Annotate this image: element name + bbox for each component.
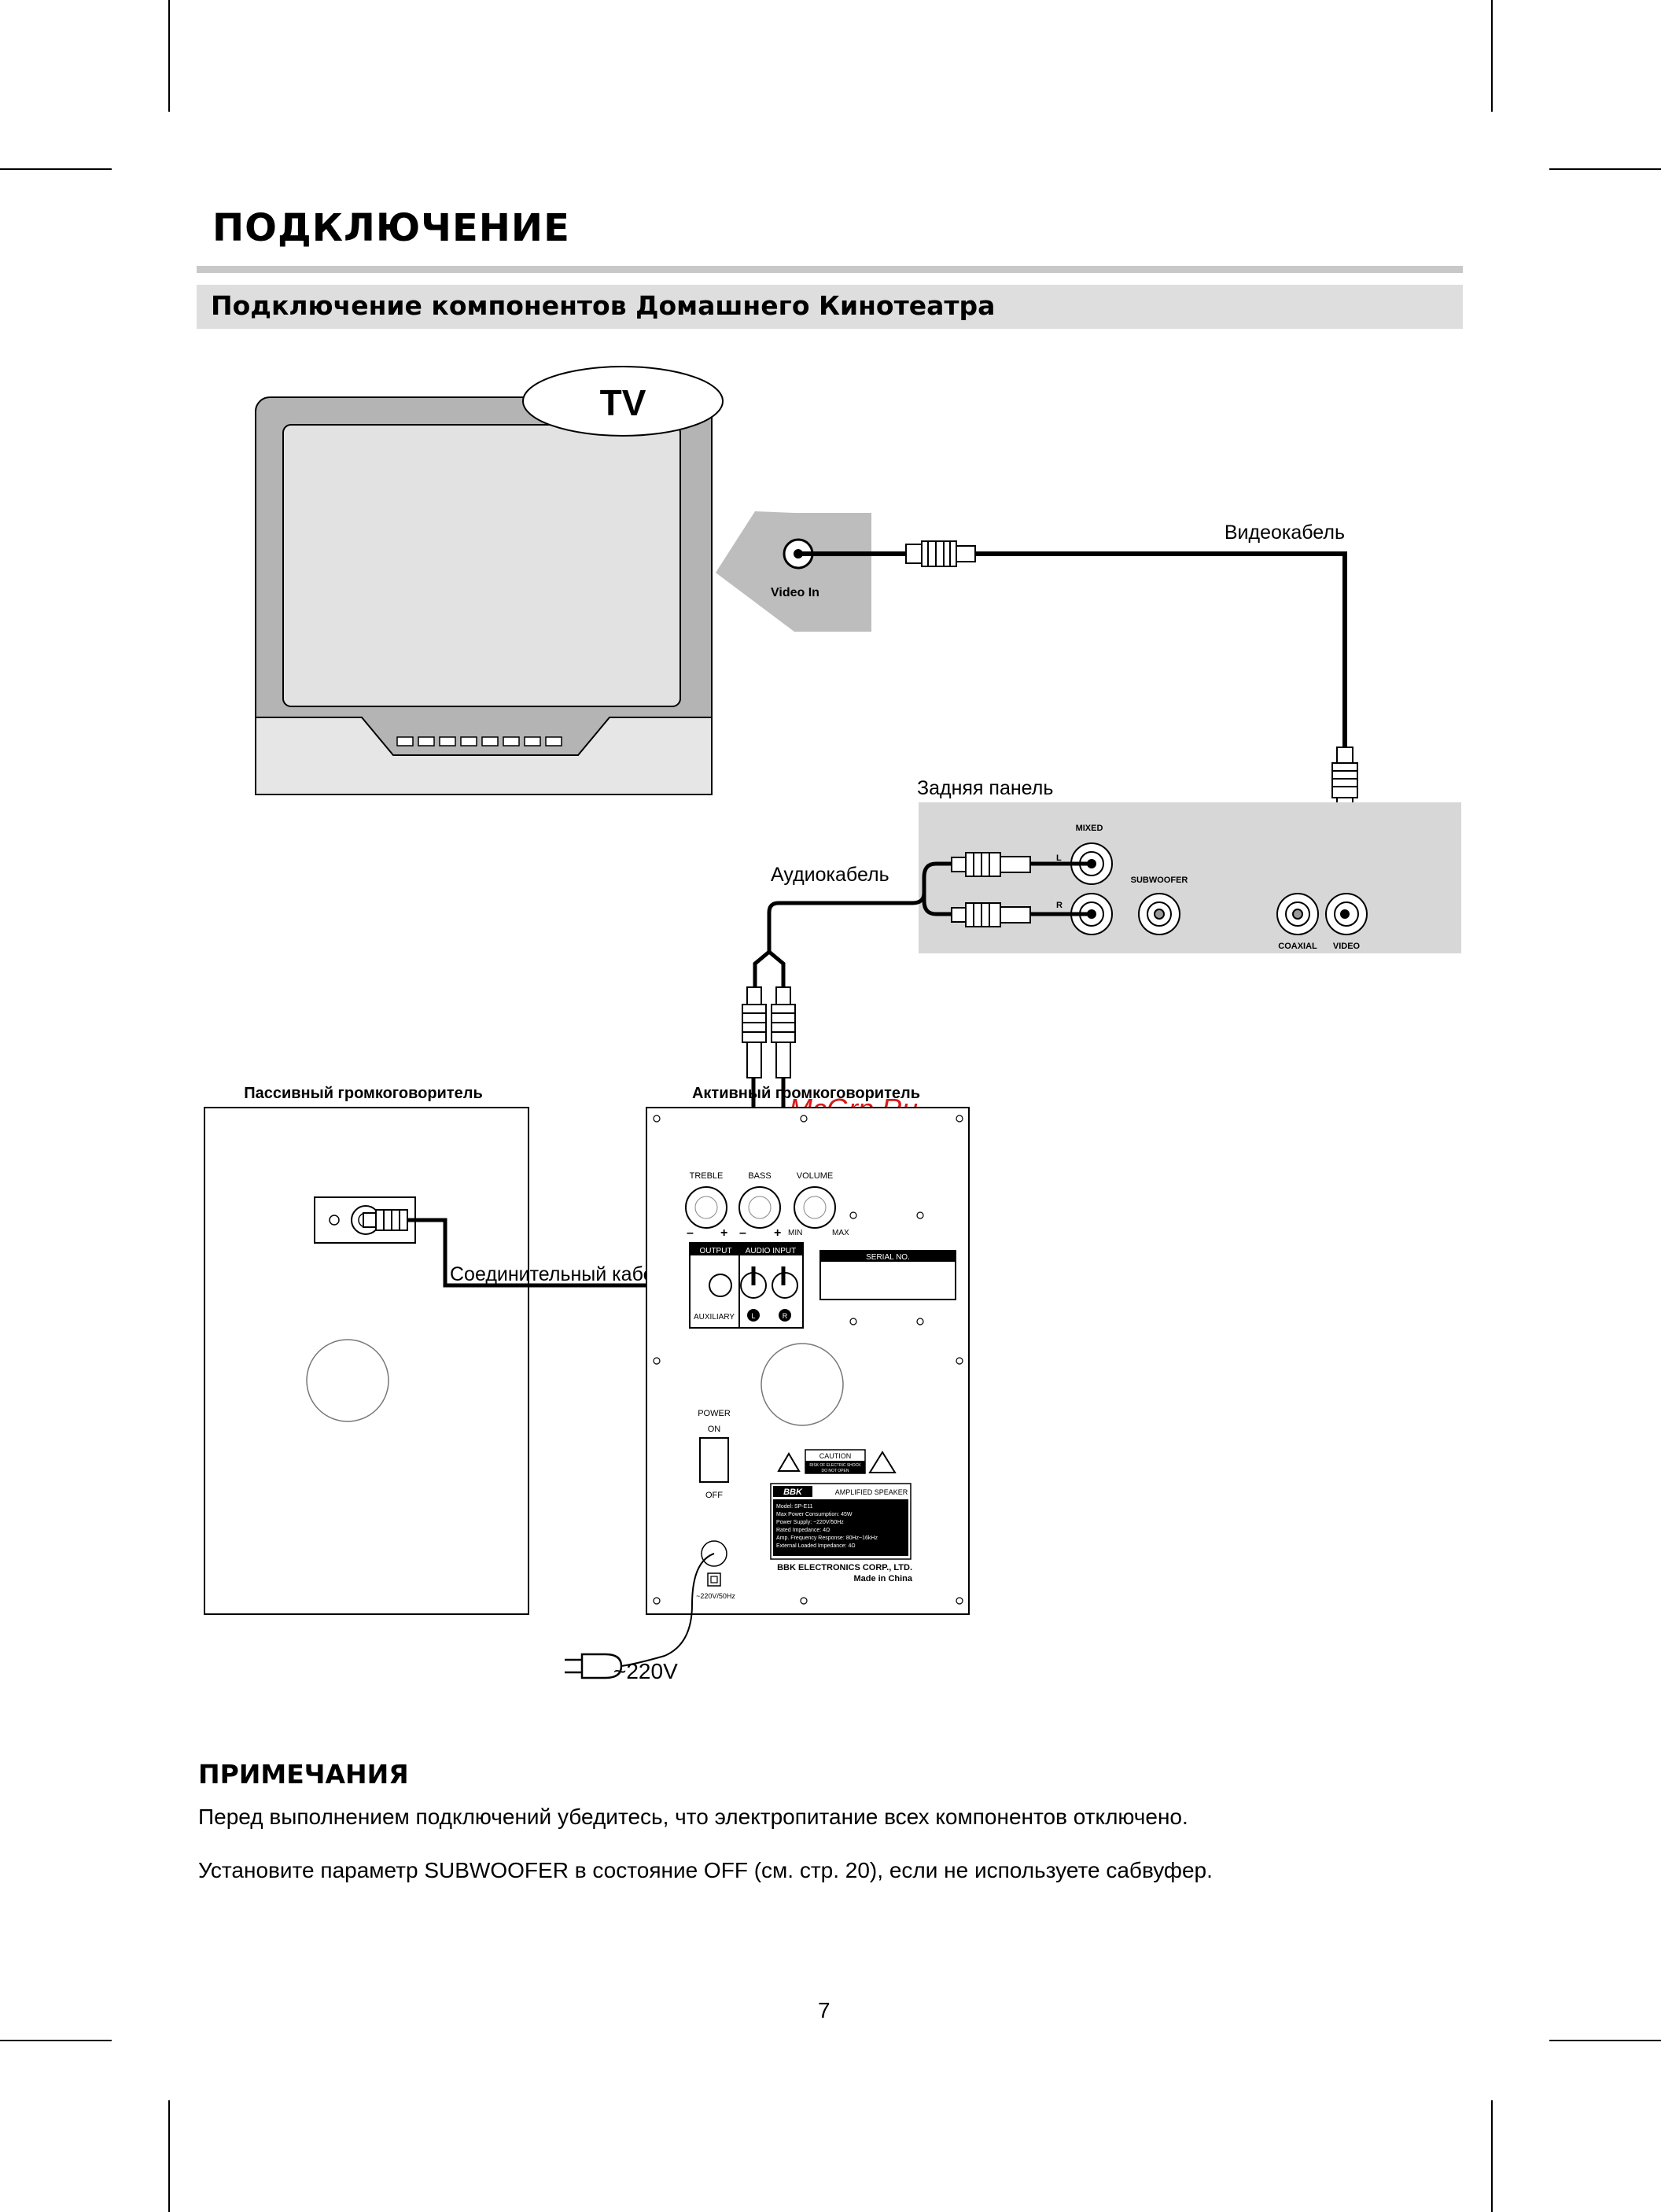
video-cable-label: Видеокабель: [1225, 522, 1345, 544]
mains-label: ~220V: [613, 1659, 678, 1683]
diagram-made-in: Made in China: [853, 1574, 912, 1583]
diagram-spec-lines-5: External Loaded Impedance: 4Ω: [776, 1543, 856, 1549]
diagram-plus: +: [720, 1226, 727, 1240]
plug-icon: [565, 1653, 623, 1679]
diagram-caution-line1: RISK OF ELECTRIC SHOCK: [809, 1463, 861, 1468]
diagram-spec-lines-1: Max Power Consumption: 45W: [776, 1512, 853, 1517]
diagram-caution-line2: DO NOT OPEN: [822, 1469, 849, 1473]
diagram-auxiliary: AUXILIARY: [694, 1313, 735, 1322]
diagram-amplified-speaker: AMPLIFIED SPEAKER: [835, 1488, 908, 1496]
diagram-spec-lines-3: Rated Impedance: 4Ω: [776, 1528, 830, 1533]
tv-label: TV: [600, 382, 646, 423]
tv-label-bubble: [522, 366, 724, 437]
diagram-caution: CAUTION: [819, 1452, 852, 1460]
section-bar: [197, 285, 1463, 329]
diagram-power-rating: ~220V/50Hz: [696, 1592, 735, 1600]
connecting-cable-label: Соединительный кабель: [450, 1263, 675, 1285]
diagram-volume: VOLUME: [797, 1171, 833, 1181]
diagram-l: L: [751, 1312, 755, 1320]
diagram-minus: –: [687, 1226, 694, 1240]
power-cord: [621, 1553, 715, 1667]
diagram-min: MIN: [788, 1229, 802, 1237]
speaker-plug-left: [363, 1209, 408, 1231]
passive-speaker-label: Пассивный громкоговоритель: [244, 1085, 483, 1102]
audio-plugs-vertical: [742, 986, 796, 1078]
rear-panel-label: Задняя панель: [917, 777, 1053, 799]
diagram-minus: –: [739, 1226, 746, 1240]
control-knobs: [685, 1186, 836, 1229]
diagram-r: R: [1056, 901, 1063, 910]
diagram-bass: BASS: [748, 1171, 771, 1181]
rear-panel: [919, 802, 1461, 953]
diagram-output: OUTPUT: [699, 1247, 731, 1255]
video-in-callout: [716, 511, 871, 632]
diagram-coaxial: COAXIAL: [1278, 942, 1317, 951]
diagram-on: ON: [708, 1425, 721, 1434]
page-title: ПОДКЛЮЧЕНИЕ: [212, 206, 570, 250]
note-1: Перед выполнением подключений убедитесь,…: [198, 1805, 1188, 1829]
active-speaker-label: Активный громкоговоритель: [692, 1085, 920, 1102]
diagram-off: OFF: [705, 1491, 723, 1500]
diagram-mixed: MIXED: [1076, 824, 1103, 833]
diagram-plus: +: [774, 1226, 781, 1240]
diagram-spec-lines-2: Power Supply: ~220V/50Hz: [776, 1520, 844, 1525]
notes-title: ПРИМЕЧАНИЯ: [198, 1759, 409, 1790]
diagram-treble: TREBLE: [690, 1171, 724, 1181]
power-switch: [699, 1437, 729, 1483]
diagram-max: MAX: [832, 1229, 849, 1237]
section-title: Подключение компонентов Домашнего Киноте…: [211, 290, 996, 321]
diagram-brand: BBK: [783, 1488, 803, 1497]
audio-plugs-rear: [951, 852, 1031, 927]
page-number: 7: [818, 1998, 830, 2022]
diagram-subwoofer: SUBWOOFER: [1131, 876, 1188, 885]
connecting-cable-line: [407, 1218, 678, 1288]
diagram-audio-input: AUDIO INPUT: [746, 1247, 796, 1255]
diagram-manufacturer: BBK ELECTRONICS CORP., LTD.: [777, 1563, 912, 1572]
note-2: Установите параметр SUBWOOFER в состояни…: [198, 1858, 1213, 1882]
diagram-video: VIDEO: [1333, 942, 1361, 951]
diagram-r: R: [783, 1312, 788, 1320]
video-in-label: Video In: [771, 586, 819, 599]
title-rule: [197, 266, 1463, 273]
tv-illustration: [255, 396, 713, 795]
audio-cable-label: Аудиокабель: [771, 864, 889, 886]
diagram-spec-lines-4: Amp. Frequency Response: 80Hz~16kHz: [776, 1535, 878, 1541]
rca-plug-horizontal: [905, 540, 976, 567]
diagram-spec-lines-0: Model: SP-E11: [776, 1504, 813, 1510]
diagram-power: POWER: [698, 1409, 731, 1418]
diagram-serial-no: SERIAL NO.: [866, 1253, 910, 1262]
diagram-l: L: [1056, 853, 1062, 863]
